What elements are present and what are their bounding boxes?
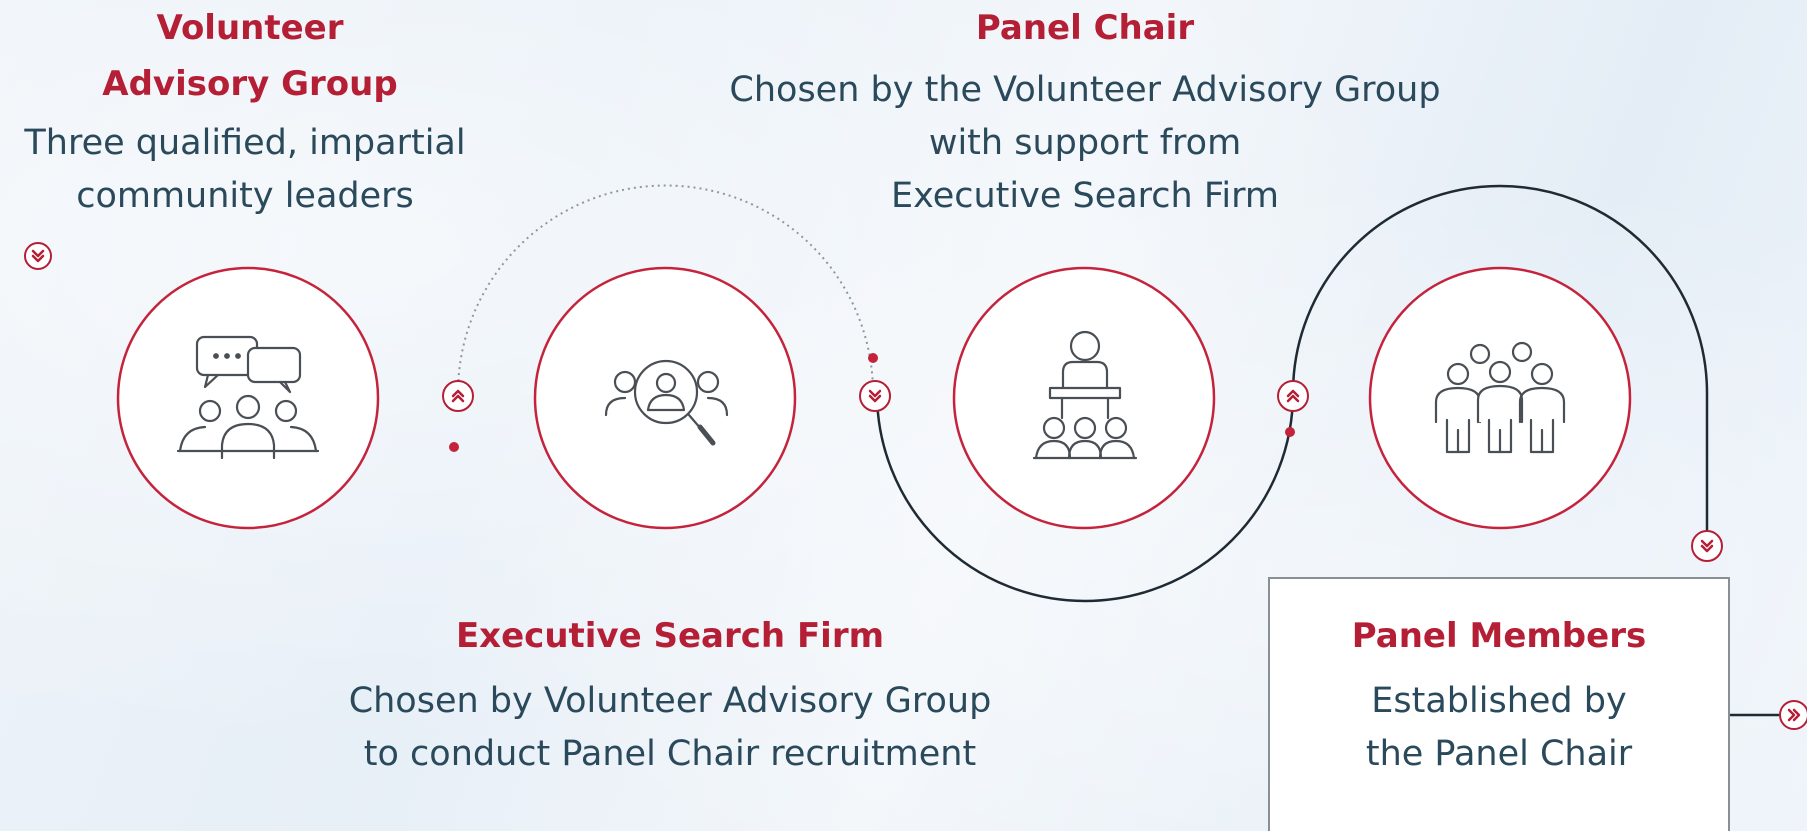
- step-1-description: Three qualified, impartial community lea…: [0, 117, 490, 223]
- step-1-title: Volunteer Advisory Group: [30, 0, 470, 112]
- dotted-connector-arc: [457, 184, 874, 394]
- podium-speaker-icon: [1032, 330, 1138, 460]
- step-3-description: Chosen by the Volunteer Advisory Group w…: [660, 64, 1510, 223]
- people-search-icon: [604, 359, 729, 446]
- lower-connector-arc: [875, 392, 1295, 603]
- step-3-description-line-2: with support from: [928, 123, 1242, 163]
- step-4-title: Panel Members: [1351, 616, 1647, 656]
- chevron-right-icon: [1779, 700, 1807, 730]
- step-4-description: Established by the Panel Chair: [1268, 675, 1730, 781]
- step-1-description-line-1: Three qualified, impartial: [24, 123, 466, 163]
- upper-connector-arc: [1291, 184, 1709, 545]
- step-2-description: Chosen by Volunteer Advisory Group to co…: [290, 675, 1050, 781]
- step-4-description-line-2: the Panel Chair: [1365, 734, 1633, 774]
- connector-dot-3: [1285, 427, 1295, 437]
- chevron-down-icon: [1691, 530, 1723, 562]
- chevron-up-icon: [442, 380, 474, 412]
- step-3-description-line-1: Chosen by the Volunteer Advisory Group: [729, 70, 1441, 110]
- step-3-title: Panel Chair: [975, 8, 1195, 48]
- step-2-title: Executive Search Firm: [455, 616, 885, 656]
- connector-dot-2: [868, 353, 878, 363]
- group-of-people-icon: [1434, 341, 1566, 454]
- chevron-up-icon: [1277, 380, 1309, 412]
- step-1-description-line-2: community leaders: [76, 176, 414, 216]
- chevron-down-icon: [859, 380, 891, 412]
- step-1-title-line-2: Advisory Group: [102, 64, 398, 104]
- panel-members-box: [1268, 577, 1730, 831]
- step-3-description-line-3: Executive Search Firm: [890, 176, 1280, 216]
- step-2-description-line-2: to conduct Panel Chair recruitment: [363, 734, 977, 774]
- step-1-title-line-1: Volunteer: [156, 8, 344, 48]
- step-2-description-line-1: Chosen by Volunteer Advisory Group: [348, 681, 992, 721]
- discussion-group-icon: [176, 335, 320, 460]
- step-4-description-line-1: Established by: [1371, 681, 1627, 721]
- chevron-down-icon: [24, 242, 52, 270]
- connector-dot-1: [449, 442, 459, 452]
